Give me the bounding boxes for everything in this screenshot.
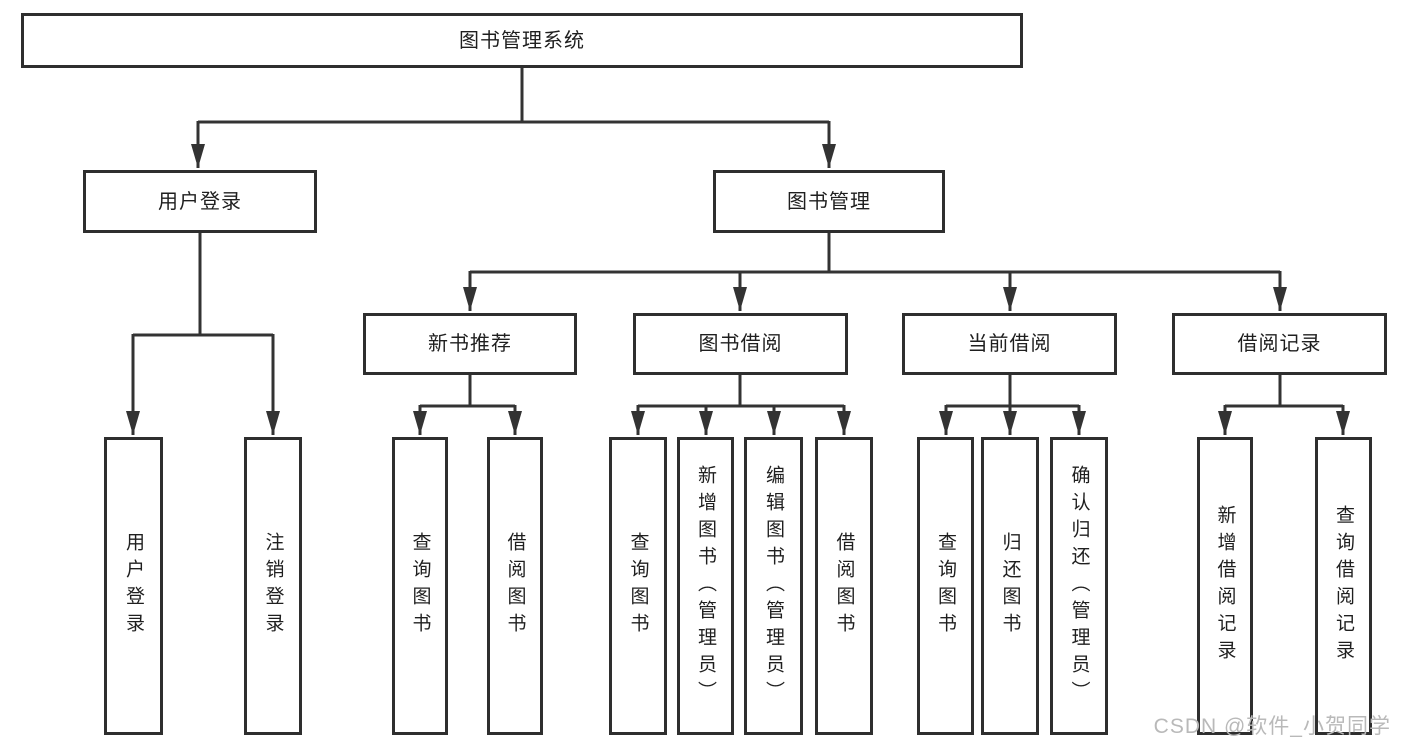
leaf-borrow-books-recommend-label: 借阅图书 (504, 532, 526, 640)
leaf-confirm-return-admin-label: 确认归还（管理员） (1068, 464, 1090, 708)
node-book-management: 图书管理 (713, 170, 945, 233)
node-book-management-label: 图书管理 (787, 190, 871, 213)
connector-book-borrow (638, 375, 844, 408)
leaf-edit-books-admin: 编辑图书（管理员） (744, 437, 803, 735)
node-current-borrow-label: 当前借阅 (967, 333, 1052, 355)
node-book-borrow: 图书借阅 (633, 313, 848, 375)
leaf-borrow-books-recommend: 借阅图书 (487, 437, 543, 735)
connector-new-book (420, 375, 515, 408)
node-new-book-recommend-label: 新书推荐 (428, 333, 512, 355)
leaf-return-books-label: 归还图书 (999, 532, 1021, 640)
leaf-return-books: 归还图书 (981, 437, 1039, 735)
connector-borrow-records (1225, 375, 1343, 408)
node-current-borrow: 当前借阅 (902, 313, 1117, 375)
leaf-query-books-current: 查询图书 (917, 437, 974, 735)
leaf-query-borrow-record: 查询借阅记录 (1315, 437, 1372, 735)
leaf-add-borrow-record: 新增借阅记录 (1197, 437, 1253, 735)
connector-user-login (133, 233, 273, 337)
leaf-query-books-recommend-label: 查询图书 (409, 532, 431, 640)
leaf-query-books-current-label: 查询图书 (935, 532, 956, 640)
leaf-borrow-books-label: 借阅图书 (833, 532, 855, 640)
node-user-login-label: 用户登录 (158, 190, 242, 213)
leaf-query-books-borrow: 查询图书 (609, 437, 667, 735)
node-user-login: 用户登录 (83, 170, 317, 233)
watermark: CSDN @软件_小贺同学 (1153, 715, 1391, 738)
leaf-logout: 注销登录 (244, 437, 302, 735)
leaf-query-books-borrow-label: 查询图书 (627, 532, 649, 640)
leaf-add-borrow-record-label: 新增借阅记录 (1214, 505, 1236, 667)
node-borrow-records: 借阅记录 (1172, 313, 1387, 375)
leaf-borrow-books: 借阅图书 (815, 437, 873, 735)
leaf-query-books-recommend: 查询图书 (392, 437, 448, 735)
node-root-label: 图书管理系统 (459, 29, 585, 52)
leaf-add-books-admin: 新增图书（管理员） (677, 437, 734, 735)
connector-root (198, 68, 829, 124)
node-borrow-records-label: 借阅记录 (1237, 333, 1322, 355)
leaf-add-books-admin-label: 新增图书（管理员） (695, 464, 716, 708)
leaf-confirm-return-admin: 确认归还（管理员） (1050, 437, 1108, 735)
connector-current-borrow (946, 375, 1079, 408)
node-book-borrow-label: 图书借阅 (698, 333, 783, 355)
leaf-user-login-label: 用户登录 (123, 532, 144, 640)
leaf-edit-books-admin-label: 编辑图书（管理员） (763, 464, 784, 708)
node-root: 图书管理系统 (21, 13, 1023, 68)
leaf-logout-label: 注销登录 (262, 532, 284, 640)
connector-book-management (470, 233, 1280, 274)
leaf-query-borrow-record-label: 查询借阅记录 (1333, 505, 1354, 667)
node-new-book-recommend: 新书推荐 (363, 313, 577, 375)
leaf-user-login: 用户登录 (104, 437, 163, 735)
